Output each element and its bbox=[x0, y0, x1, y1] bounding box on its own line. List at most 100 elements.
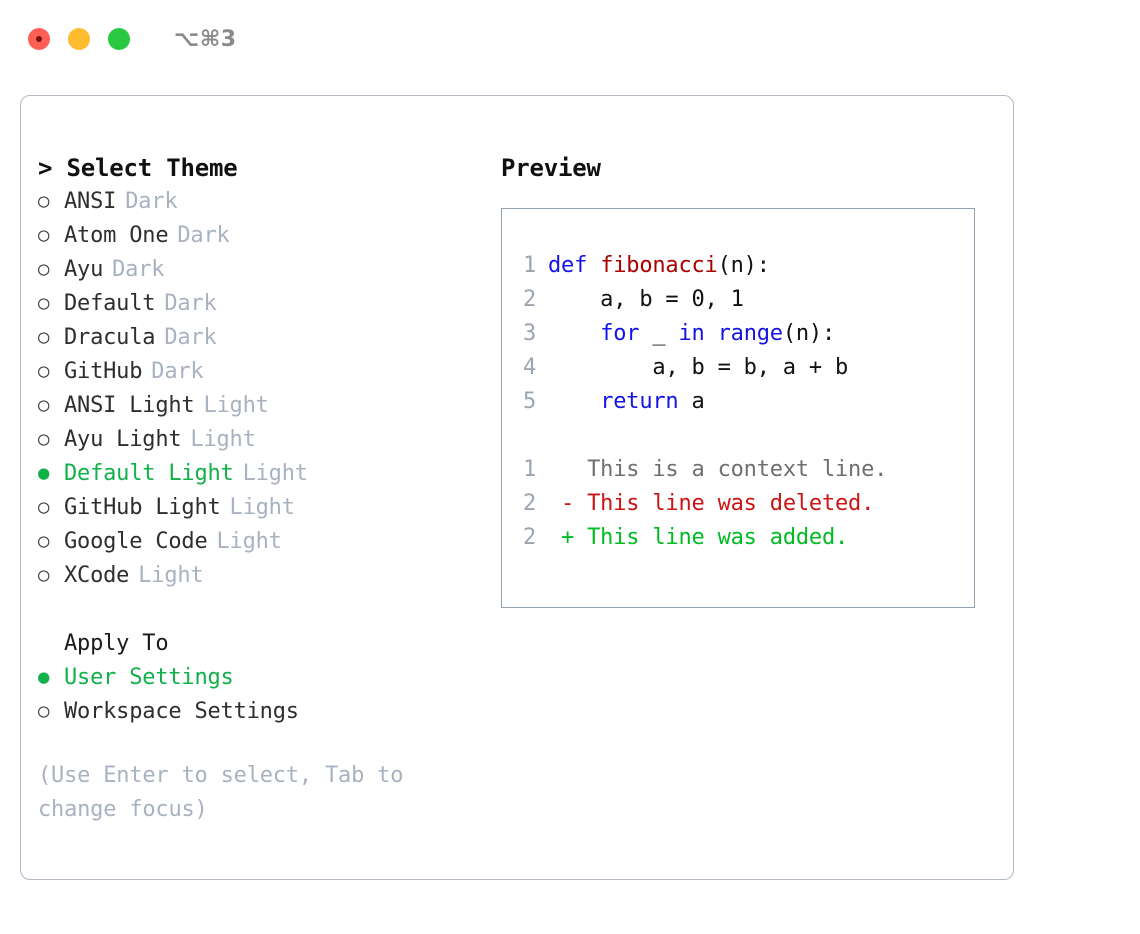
preview-heading: Preview bbox=[501, 154, 601, 182]
radio-unselected-icon[interactable]: ○ bbox=[38, 428, 50, 450]
code-token: for bbox=[600, 321, 640, 346]
diff-sign bbox=[548, 457, 587, 482]
theme-variant-tag: Dark bbox=[177, 223, 230, 248]
theme-list-item[interactable]: ○ ANSI Light Light bbox=[38, 389, 478, 423]
theme-name-label: Default bbox=[64, 291, 156, 316]
theme-variant-tag: Dark bbox=[151, 359, 204, 384]
radio-unselected-icon[interactable]: ○ bbox=[38, 292, 50, 314]
theme-name-label: Google Code bbox=[64, 529, 208, 554]
radio-unselected-icon[interactable]: ○ bbox=[38, 564, 50, 586]
apply-to-option[interactable]: ● User Settings bbox=[38, 661, 478, 695]
code-line-text: return a bbox=[548, 385, 705, 419]
line-number: 1 bbox=[522, 457, 536, 482]
diff-line: 2 + This line was added. bbox=[510, 521, 968, 555]
radio-unselected-icon[interactable]: ○ bbox=[38, 530, 50, 552]
code-line: 3 for _ in range(n): bbox=[510, 317, 968, 351]
title-bar: ⌥⌘3 bbox=[0, 0, 1140, 78]
window-controls bbox=[28, 28, 130, 50]
theme-name-label: Dracula bbox=[64, 325, 156, 350]
minimize-icon[interactable] bbox=[68, 28, 90, 50]
apply-to-list[interactable]: ● User Settings ○ Workspace Settings bbox=[38, 661, 478, 729]
diff-sign: - bbox=[548, 491, 588, 516]
line-number: 4 bbox=[522, 355, 536, 380]
diff-line-text: - This line was deleted. bbox=[548, 487, 874, 521]
code-token: fibonacci bbox=[600, 253, 718, 278]
keyboard-shortcut-label: ⌥⌘3 bbox=[174, 26, 237, 52]
theme-variant-tag: Light bbox=[203, 393, 269, 418]
code-diff-separator bbox=[510, 419, 968, 453]
code-token: (n): bbox=[717, 253, 770, 278]
diff-line-text: This is a context line. bbox=[548, 453, 887, 487]
line-number: 2 bbox=[522, 287, 536, 312]
apply-to-label: Workspace Settings bbox=[64, 699, 299, 724]
theme-name-label: GitHub bbox=[64, 359, 143, 384]
theme-name-label: ANSI Light bbox=[64, 393, 195, 418]
code-token: range bbox=[717, 321, 783, 346]
code-token: return bbox=[600, 389, 679, 414]
diff-line: 2 - This line was deleted. bbox=[510, 487, 968, 521]
code-token: (n): bbox=[782, 321, 836, 346]
code-token: a bbox=[678, 389, 705, 414]
code-line: 2 a, b = 0, 1 bbox=[510, 283, 968, 317]
radio-unselected-icon[interactable]: ○ bbox=[38, 326, 50, 348]
radio-unselected-icon[interactable]: ○ bbox=[38, 190, 50, 212]
code-token: _ bbox=[639, 321, 679, 346]
code-token bbox=[587, 253, 600, 278]
radio-unselected-icon[interactable]: ○ bbox=[38, 496, 50, 518]
code-line: 4 a, b = b, a + b bbox=[510, 351, 968, 385]
close-icon[interactable] bbox=[28, 28, 50, 50]
radio-unselected-icon[interactable]: ○ bbox=[38, 360, 50, 382]
line-number: 2 bbox=[522, 525, 536, 550]
code-token bbox=[548, 389, 600, 414]
theme-name-label: XCode bbox=[64, 563, 130, 588]
code-token: in bbox=[678, 321, 705, 346]
theme-list-item[interactable]: ○ Ayu Light Light bbox=[38, 423, 478, 457]
radio-selected-icon[interactable]: ● bbox=[38, 666, 50, 688]
theme-list-item[interactable]: ○ Google Code Light bbox=[38, 525, 478, 559]
theme-name-label: ANSI bbox=[64, 189, 117, 214]
code-token: a, b = 0, 1 bbox=[548, 287, 744, 312]
apply-to-option[interactable]: ○ Workspace Settings bbox=[38, 695, 478, 729]
code-line-text: a, b = b, a + b bbox=[548, 351, 848, 385]
apply-to-label: User Settings bbox=[64, 665, 234, 690]
line-number: 2 bbox=[522, 491, 536, 516]
radio-unselected-icon[interactable]: ○ bbox=[38, 224, 50, 246]
theme-variant-tag: Light bbox=[216, 529, 282, 554]
diff-sign: + bbox=[548, 525, 588, 550]
select-theme-heading: > Select Theme bbox=[38, 154, 238, 182]
code-line: 5 return a bbox=[510, 385, 968, 419]
theme-list-item[interactable]: ○ Dracula Dark bbox=[38, 321, 478, 355]
theme-list-item[interactable]: ○ GitHub Dark bbox=[38, 355, 478, 389]
theme-variant-tag: Dark bbox=[125, 189, 178, 214]
radio-unselected-icon[interactable]: ○ bbox=[38, 258, 50, 280]
maximize-icon[interactable] bbox=[108, 28, 130, 50]
radio-unselected-icon[interactable]: ○ bbox=[38, 394, 50, 416]
theme-variant-tag: Light bbox=[242, 461, 308, 486]
theme-variant-tag: Dark bbox=[164, 325, 217, 350]
theme-list-item[interactable]: ○ ANSI Dark bbox=[38, 185, 478, 219]
keyboard-hint-text: (Use Enter to select, Tab to change focu… bbox=[38, 763, 417, 822]
theme-variant-tag: Light bbox=[190, 427, 256, 452]
diff-line: 1 This is a context line. bbox=[510, 453, 968, 487]
line-number: 1 bbox=[522, 253, 536, 278]
code-line: 1 def fibonacci(n): bbox=[510, 249, 968, 283]
section-spacer bbox=[38, 593, 478, 627]
apply-to-heading: Apply To bbox=[64, 631, 169, 656]
code-token: a, b = b, a + b bbox=[548, 355, 849, 380]
code-line-text: def fibonacci(n): bbox=[548, 249, 770, 283]
radio-unselected-icon[interactable]: ○ bbox=[38, 700, 50, 722]
theme-name-label: Ayu bbox=[64, 257, 104, 282]
radio-selected-icon[interactable]: ● bbox=[38, 462, 50, 484]
theme-name-label: Ayu Light bbox=[64, 427, 182, 452]
diff-text: This line was added. bbox=[587, 525, 849, 550]
